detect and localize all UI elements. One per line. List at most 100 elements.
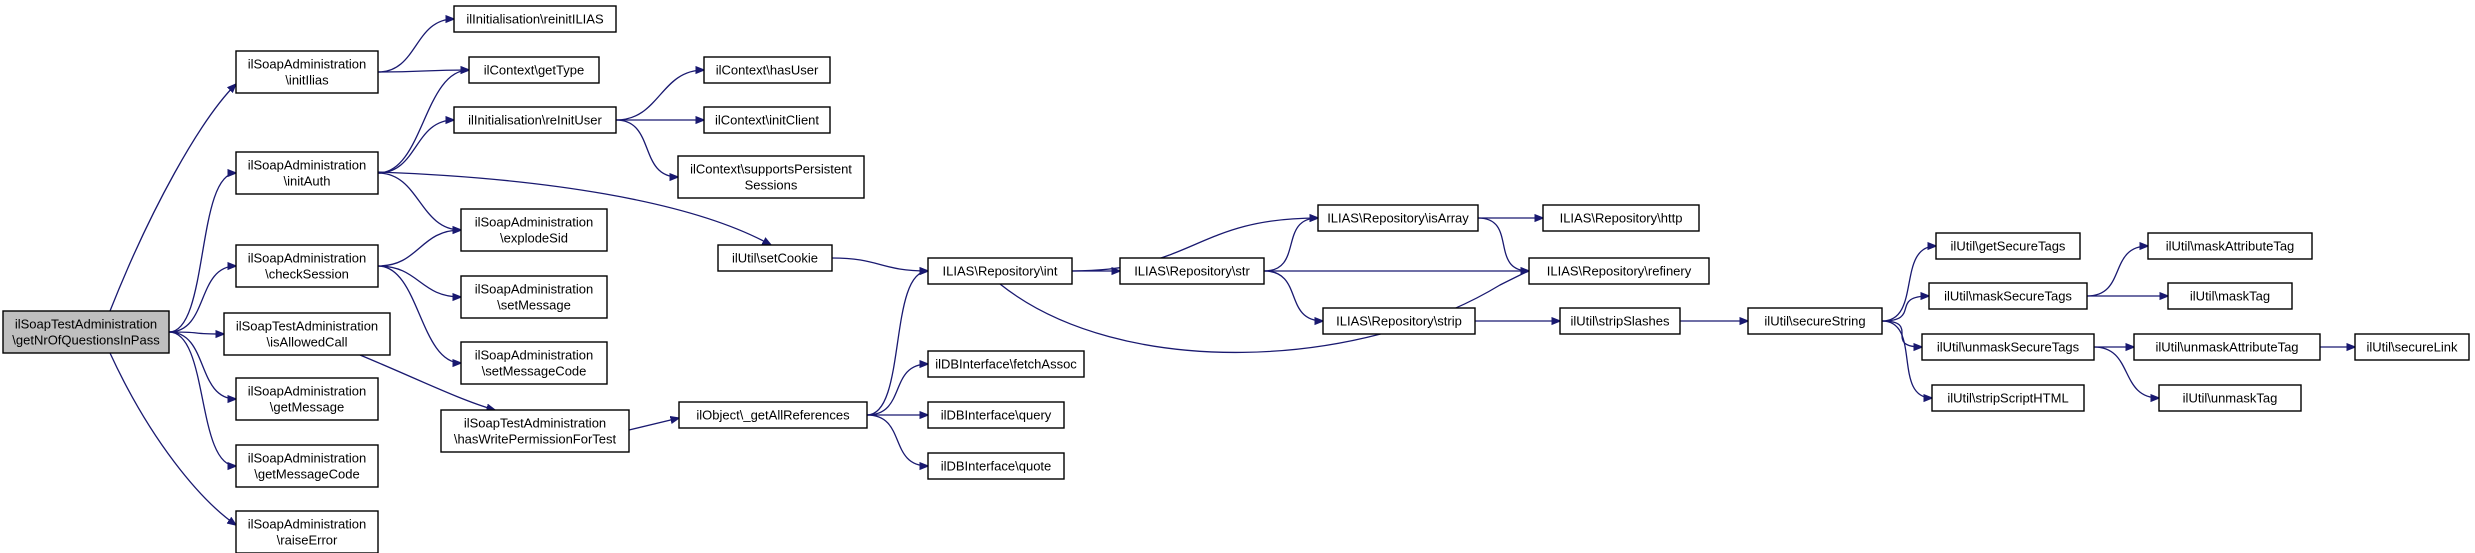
node-unmaskAttributeTag[interactable]: ilUtil\unmaskAttributeTag bbox=[2133, 333, 2321, 361]
node-initClient[interactable]: ilContext\initClient bbox=[703, 106, 831, 134]
node-checkSession[interactable]: ilSoapAdministration\checkSession bbox=[235, 244, 379, 288]
node-label: ilObject\_getAllReferences bbox=[696, 408, 850, 423]
node-label: \isAllowedCall bbox=[267, 335, 348, 350]
node-label: ilUtil\maskSecureTags bbox=[1944, 289, 2072, 304]
node-raiseError[interactable]: ilSoapAdministration\raiseError bbox=[235, 510, 379, 553]
node-box bbox=[1528, 257, 1710, 285]
edge-initIlias-to-getType bbox=[377, 70, 469, 72]
node-label: ilInitialisation\reinitILIAS bbox=[466, 12, 604, 27]
node-initIlias[interactable]: ilSoapAdministration\initIlias bbox=[235, 50, 379, 94]
node-fetchAssoc[interactable]: ilDBInterface\fetchAssoc bbox=[927, 350, 1085, 378]
node-maskTag[interactable]: ilUtil\maskTag bbox=[2167, 282, 2293, 310]
node-label: \initAuth bbox=[284, 174, 331, 189]
edge-root-to-getMessageCode bbox=[168, 331, 236, 466]
node-initAuth[interactable]: ilSoapAdministration\initAuth bbox=[235, 151, 379, 195]
node-setCookie[interactable]: ilUtil\setCookie bbox=[717, 244, 833, 272]
edge-initAuth-to-getType bbox=[377, 70, 469, 174]
node-http[interactable]: ILIAS\Repository\http bbox=[1542, 204, 1700, 232]
node-secureString[interactable]: ilUtil\secureString bbox=[1747, 307, 1883, 335]
node-maskAttributeTag[interactable]: ilUtil\maskAttributeTag bbox=[2147, 232, 2313, 260]
node-label: \getMessageCode bbox=[254, 467, 360, 482]
node-label: ilUtil\stripSlashes bbox=[1571, 314, 1670, 329]
edge-getAllReferences-to-quote bbox=[866, 414, 928, 466]
node-label: \setMessageCode bbox=[482, 364, 587, 379]
node-box bbox=[235, 377, 379, 421]
node-label: ilSoapTestAdministration bbox=[236, 319, 378, 334]
node-box bbox=[1542, 204, 1700, 232]
node-box bbox=[235, 50, 379, 94]
node-label: Sessions bbox=[745, 178, 798, 193]
node-getSecureTags[interactable]: ilUtil\getSecureTags bbox=[1935, 232, 2081, 260]
node-box bbox=[440, 409, 630, 453]
node-box bbox=[703, 106, 831, 134]
edge-isAllowedCall-to-hasWritePermission bbox=[359, 354, 495, 410]
node-repoStr[interactable]: ILIAS\Repository\str bbox=[1119, 257, 1265, 285]
node-reinitILIAS[interactable]: ilInitialisation\reinitILIAS bbox=[453, 5, 617, 33]
node-box bbox=[927, 350, 1085, 378]
edge-initAuth-to-reInitUser bbox=[377, 120, 454, 174]
node-stripScriptHTML[interactable]: ilUtil\stripScriptHTML bbox=[1931, 384, 2085, 412]
node-box bbox=[223, 312, 391, 356]
node-label: ilUtil\unmaskSecureTags bbox=[1937, 340, 2080, 355]
node-box bbox=[703, 56, 831, 84]
node-unmaskSecureTags[interactable]: ilUtil\unmaskSecureTags bbox=[1921, 333, 2095, 361]
edge-isArray-to-refinery bbox=[1477, 217, 1529, 271]
node-repoInt[interactable]: ILIAS\Repository\int bbox=[927, 257, 1073, 285]
node-label: ILIAS\Repository\refinery bbox=[1547, 264, 1692, 279]
node-reInitUser[interactable]: ilInitialisation\reInitUser bbox=[453, 106, 617, 134]
node-label: \getMessage bbox=[270, 400, 344, 415]
node-label: ilSoapTestAdministration bbox=[464, 416, 606, 431]
node-label: ilContext\initClient bbox=[715, 113, 819, 128]
node-label: ilDBInterface\quote bbox=[941, 459, 1052, 474]
node-setMessage[interactable]: ilSoapAdministration\setMessage bbox=[460, 275, 608, 319]
node-box bbox=[1559, 307, 1681, 335]
node-box bbox=[677, 155, 865, 199]
node-unmaskTag[interactable]: ilUtil\unmaskTag bbox=[2158, 384, 2302, 412]
node-maskSecureTags[interactable]: ilUtil\maskSecureTags bbox=[1928, 282, 2088, 310]
edge-maskSecureTags-to-maskAttributeTag bbox=[2086, 246, 2148, 297]
node-box bbox=[927, 401, 1065, 429]
node-box bbox=[460, 341, 608, 385]
edge-reInitUser-to-hasUser bbox=[615, 70, 704, 121]
node-box bbox=[460, 275, 608, 319]
edge-repoStr-to-repoStrip bbox=[1263, 270, 1323, 321]
node-isArray[interactable]: ILIAS\Repository\isArray bbox=[1317, 204, 1479, 232]
node-label: \raiseError bbox=[277, 533, 338, 548]
node-box bbox=[927, 452, 1065, 480]
node-quote[interactable]: ilDBInterface\quote bbox=[927, 452, 1065, 480]
node-explodeSid[interactable]: ilSoapAdministration\explodeSid bbox=[460, 208, 608, 252]
node-label: ilContext\hasUser bbox=[716, 63, 819, 78]
node-getAllReferences[interactable]: ilObject\_getAllReferences bbox=[678, 401, 868, 429]
node-query[interactable]: ilDBInterface\query bbox=[927, 401, 1065, 429]
node-setMessageCode[interactable]: ilSoapAdministration\setMessageCode bbox=[460, 341, 608, 385]
node-refinery[interactable]: ILIAS\Repository\refinery bbox=[1528, 257, 1710, 285]
node-getMessageCode[interactable]: ilSoapAdministration\getMessageCode bbox=[235, 444, 379, 488]
edge-getAllReferences-to-repoInt bbox=[866, 271, 928, 416]
node-box bbox=[1928, 282, 2088, 310]
node-label: ilSoapAdministration bbox=[248, 57, 367, 72]
node-label: ilDBInterface\query bbox=[941, 408, 1052, 423]
node-box bbox=[235, 444, 379, 488]
node-secureLink[interactable]: ilUtil\secureLink bbox=[2354, 333, 2470, 361]
node-label: ilUtil\maskAttributeTag bbox=[2166, 239, 2295, 254]
node-root[interactable]: ilSoapTestAdministration\getNrOfQuestion… bbox=[2, 310, 170, 354]
node-hasUser[interactable]: ilContext\hasUser bbox=[703, 56, 831, 84]
node-label: ilInitialisation\reInitUser bbox=[468, 113, 602, 128]
node-box bbox=[235, 151, 379, 195]
node-getMessage[interactable]: ilSoapAdministration\getMessage bbox=[235, 377, 379, 421]
node-label: ILIAS\Repository\strip bbox=[1336, 314, 1462, 329]
node-box bbox=[2133, 333, 2321, 361]
node-isAllowedCall[interactable]: ilSoapTestAdministration\isAllowedCall bbox=[223, 312, 391, 356]
edge-checkSession-to-setMessage bbox=[377, 265, 461, 297]
node-label: ilUtil\secureString bbox=[1764, 314, 1865, 329]
node-repoStrip[interactable]: ILIAS\Repository\strip bbox=[1322, 307, 1476, 335]
node-getType[interactable]: ilContext\getType bbox=[468, 56, 600, 84]
edge-root-to-raiseError bbox=[109, 352, 236, 525]
node-hasWritePermission[interactable]: ilSoapTestAdministration\hasWritePermiss… bbox=[440, 409, 630, 453]
node-label: ilContext\supportsPersistent bbox=[690, 162, 852, 177]
node-stripSlashes[interactable]: ilUtil\stripSlashes bbox=[1559, 307, 1681, 335]
node-label: ilSoapAdministration bbox=[248, 158, 367, 173]
edge-checkSession-to-setMessageCode bbox=[377, 265, 461, 363]
